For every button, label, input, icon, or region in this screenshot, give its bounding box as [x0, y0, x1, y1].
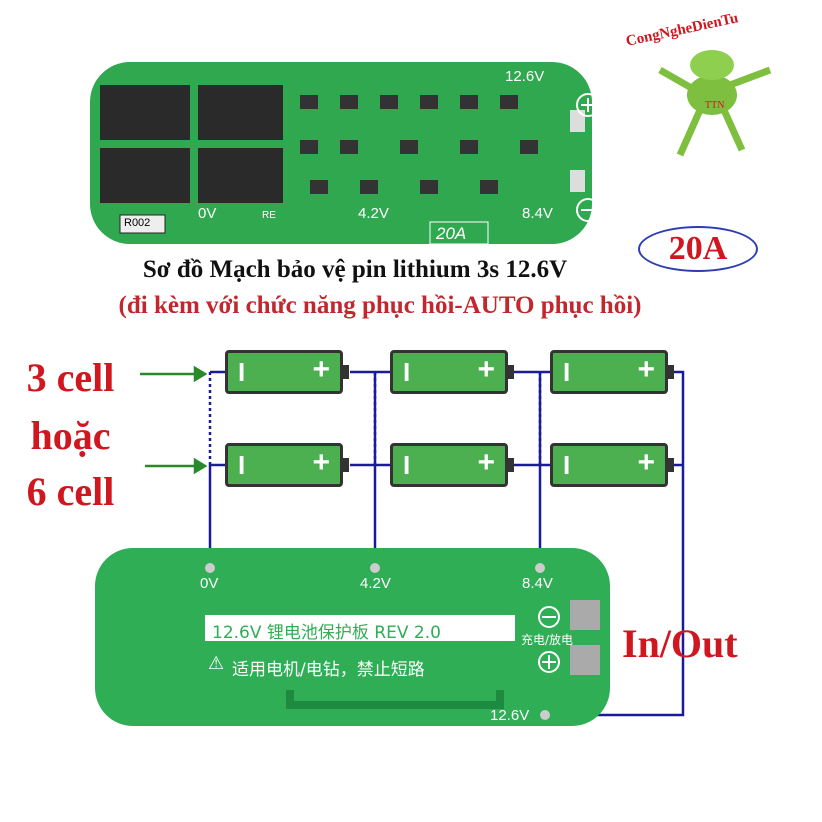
battery-negative-terminal: I — [563, 450, 571, 480]
subtitle: (đi kèm với chức năng phục hồi-AUTO phục… — [118, 292, 642, 319]
logo-mark: TTN — [705, 100, 725, 111]
battery-positive-terminal: + — [312, 446, 330, 479]
battery-cell: I + — [550, 350, 674, 394]
label-or: hoặc — [30, 413, 111, 458]
label-3-cell: 3 cell — [26, 355, 115, 400]
battery-cell: I + — [390, 443, 514, 487]
battery-positive-terminal: + — [312, 353, 330, 386]
top-bms-board — [90, 62, 600, 245]
warning-icon: ⚠ — [208, 653, 225, 674]
bottom-label-8v4: 8.4V — [522, 575, 553, 592]
battery-negative-terminal: I — [403, 357, 411, 387]
battery-positive-terminal: + — [477, 446, 495, 479]
warning-label: 适用电机/电钻，禁止短路 — [232, 660, 425, 680]
bottom-label-4v2: 4.2V — [360, 575, 391, 592]
arrows — [140, 365, 208, 475]
battery-cell: I + — [550, 443, 674, 487]
battery-negative-terminal: I — [238, 357, 246, 387]
battery-negative-terminal: I — [403, 450, 411, 480]
top-label-4v2: 4.2V — [358, 205, 389, 222]
battery-positive-terminal: + — [637, 353, 655, 386]
battery-negative-terminal: I — [563, 357, 571, 387]
top-label-8v4: 8.4V — [522, 205, 553, 222]
charge-discharge-label: 充电/放电 — [521, 633, 574, 647]
battery-positive-terminal: + — [637, 446, 655, 479]
battery-cell: I + — [390, 350, 514, 394]
bottom-bms-board — [95, 548, 610, 726]
battery-negative-terminal: I — [238, 450, 246, 480]
title: Sơ đồ Mạch bảo vệ pin lithium 3s 12.6V — [142, 256, 568, 283]
resistor-label: R002 — [124, 217, 151, 229]
mosfet — [198, 148, 283, 203]
top-label-12v6: 12.6V — [505, 68, 545, 85]
logo-frog — [658, 50, 772, 157]
bottom-label-12v6: 12.6V — [490, 707, 530, 724]
mosfet — [198, 85, 283, 140]
mosfet — [100, 85, 190, 140]
rating-badge: 20A — [638, 226, 758, 272]
mosfet — [100, 148, 190, 203]
re-label: RE — [262, 210, 276, 221]
label-6-cell: 6 cell — [26, 469, 115, 514]
bottom-label-0v: 0V — [200, 575, 219, 592]
board-name-label: 12.6V 锂电池保护板 REV 2.0 — [212, 623, 441, 643]
top-label-0v: 0V — [198, 205, 217, 222]
top-label-20a: 20A — [436, 224, 467, 243]
in-out-label: In/Out — [622, 621, 738, 666]
battery-cell: I + — [225, 350, 349, 394]
battery-positive-terminal: + — [477, 353, 495, 386]
battery-cell: I + — [225, 443, 349, 487]
